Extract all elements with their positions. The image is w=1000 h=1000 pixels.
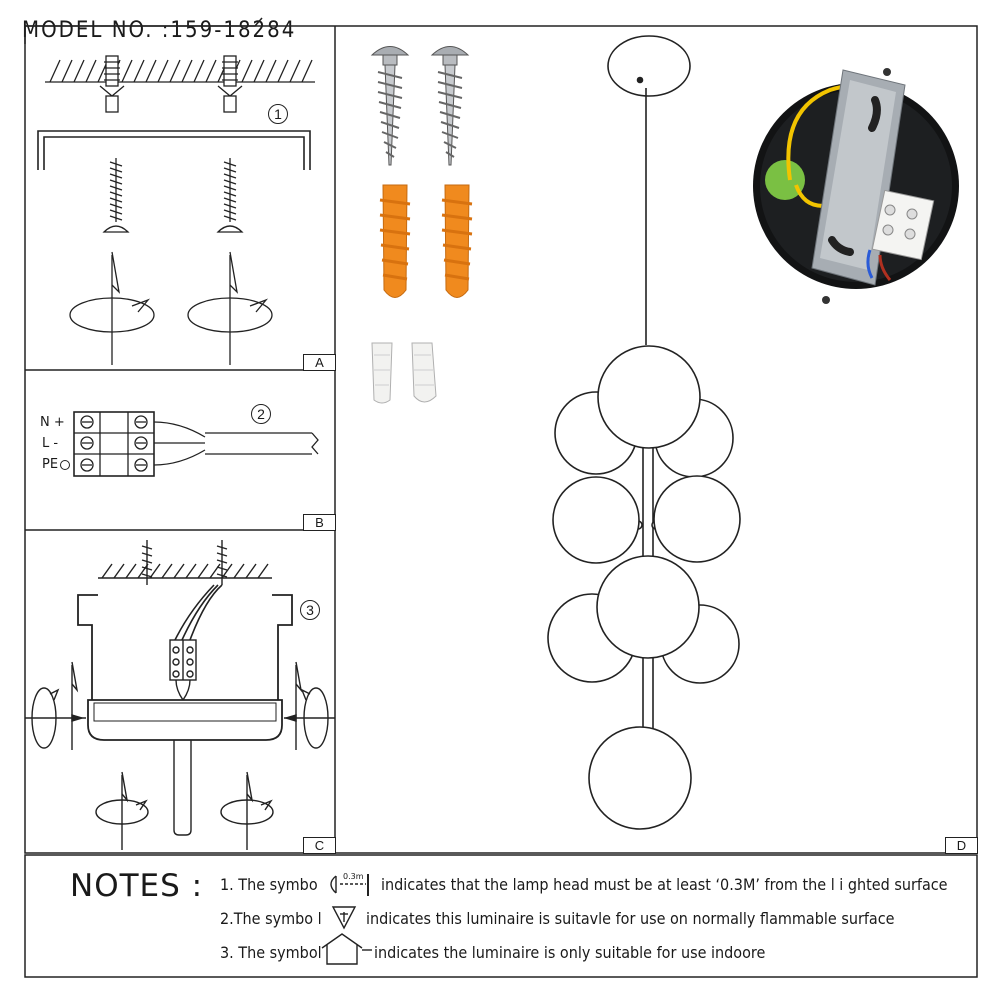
notes-title: NOTES : — [70, 868, 204, 904]
terminal-label-n: N + — [40, 415, 65, 430]
notes-frame — [24, 854, 978, 978]
wall-plugs — [379, 184, 473, 298]
globe — [596, 555, 700, 659]
note-3-text: indicates the luminaire is only suitable… — [374, 943, 766, 962]
distance-symbol-label: 0.3m — [343, 872, 364, 881]
step-number-1: 1 — [268, 104, 288, 124]
panel-c-drawing — [25, 540, 335, 850]
terminal-label-pe: PE — [42, 457, 59, 472]
panel-tag-c: C — [303, 837, 336, 854]
model-number: MODEL NO. :159-18284 — [22, 18, 297, 43]
model-tab — [24, 17, 263, 44]
canopy — [607, 35, 691, 97]
note-1-text: indicates that the lamp head must be at … — [381, 875, 948, 894]
terminal-label-l: L - — [42, 436, 59, 451]
wall-plug-2 — [441, 184, 473, 298]
canopy-interior-view — [753, 68, 959, 304]
flammable-surface-icon — [331, 906, 357, 930]
hardware-screws — [370, 46, 470, 166]
ceiling-anchor-right — [217, 55, 243, 113]
terminal-screws — [80, 415, 148, 472]
main-frame — [24, 25, 978, 854]
cable — [153, 421, 319, 466]
panel-tag-d: D — [945, 837, 978, 854]
globe — [653, 475, 741, 563]
wire-connectors — [371, 342, 437, 404]
step-number-3: 3 — [300, 600, 320, 620]
note-1-prefix: 1. The symbo — [220, 875, 318, 894]
panel-tag-b: B — [303, 514, 336, 531]
screw-left — [102, 158, 130, 233]
panel-tag-a: A — [303, 354, 336, 371]
note-3-prefix: 3. The symbol — [220, 943, 322, 962]
distance-symbol-icon — [330, 874, 369, 896]
rotate-arrow-right — [187, 251, 273, 365]
globe-bottom — [588, 726, 692, 830]
ceiling-screws — [141, 540, 228, 585]
step-number-2: 2 — [251, 404, 271, 424]
globe — [597, 345, 701, 449]
panel-a-drawing — [37, 55, 315, 365]
wood-screw-1 — [370, 46, 410, 166]
note-2-prefix: 2.The symbo l — [220, 909, 322, 928]
wall-plug-1 — [379, 184, 411, 298]
ceiling-anchor-left — [99, 55, 125, 113]
rotate-arrow-left — [69, 251, 155, 365]
screw-right — [216, 158, 244, 233]
pendant-lamp — [547, 35, 741, 830]
wood-screw-2 — [430, 46, 470, 166]
indoor-house-icon — [321, 933, 372, 965]
globe — [552, 476, 640, 564]
note-2-text: indicates this luminaire is suitavle for… — [366, 909, 895, 928]
panel-b-drawing — [73, 411, 319, 477]
earth-icon — [60, 460, 70, 470]
